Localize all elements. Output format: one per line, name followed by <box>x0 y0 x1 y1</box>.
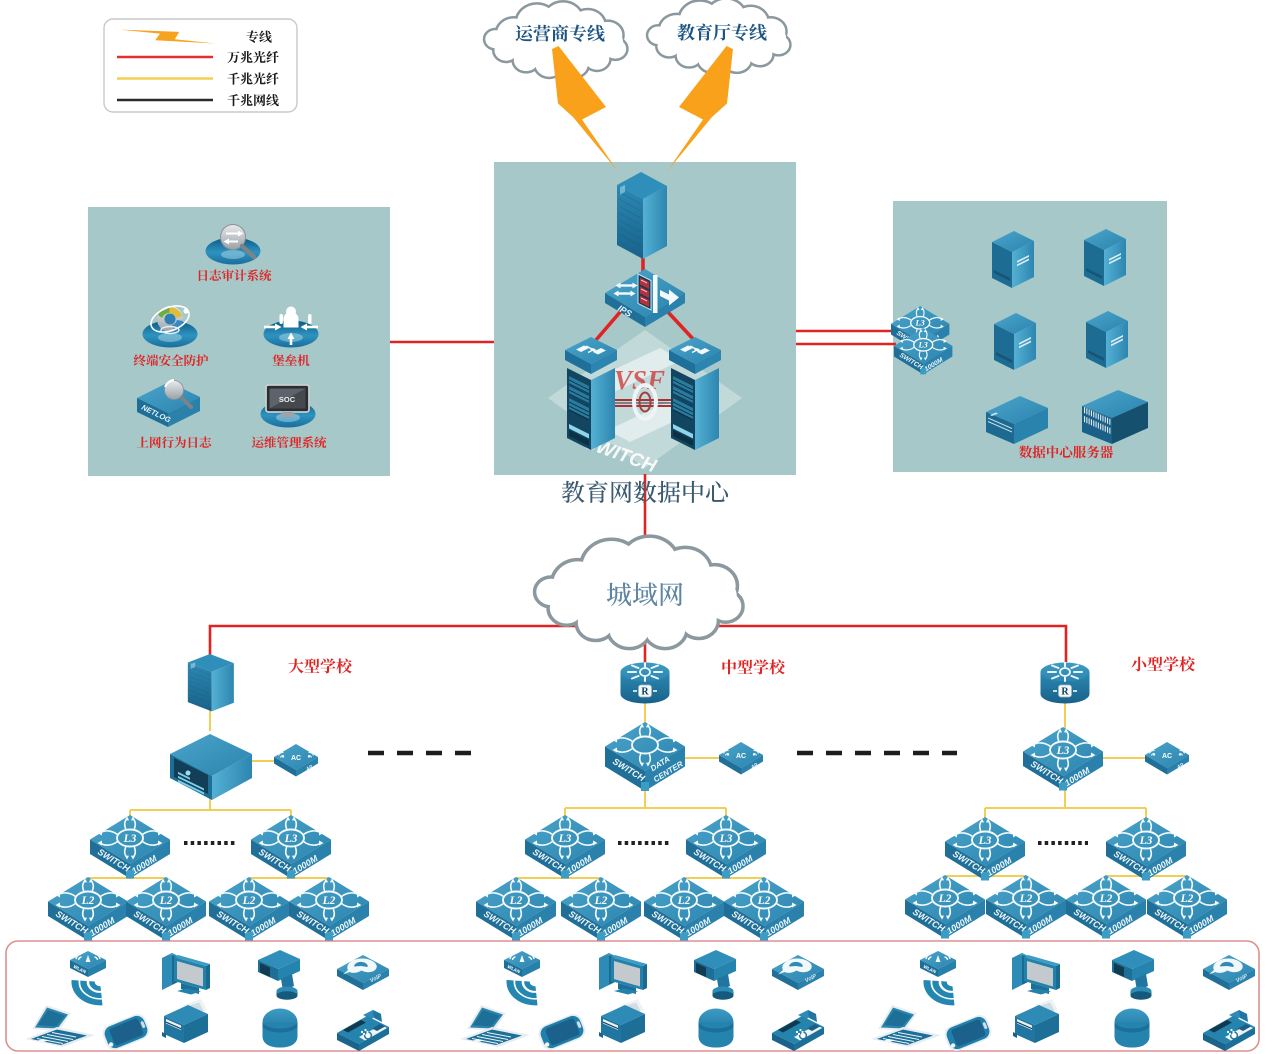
svg-text:VSF: VSF <box>614 365 665 395</box>
svg-text:SOC: SOC <box>279 395 296 404</box>
